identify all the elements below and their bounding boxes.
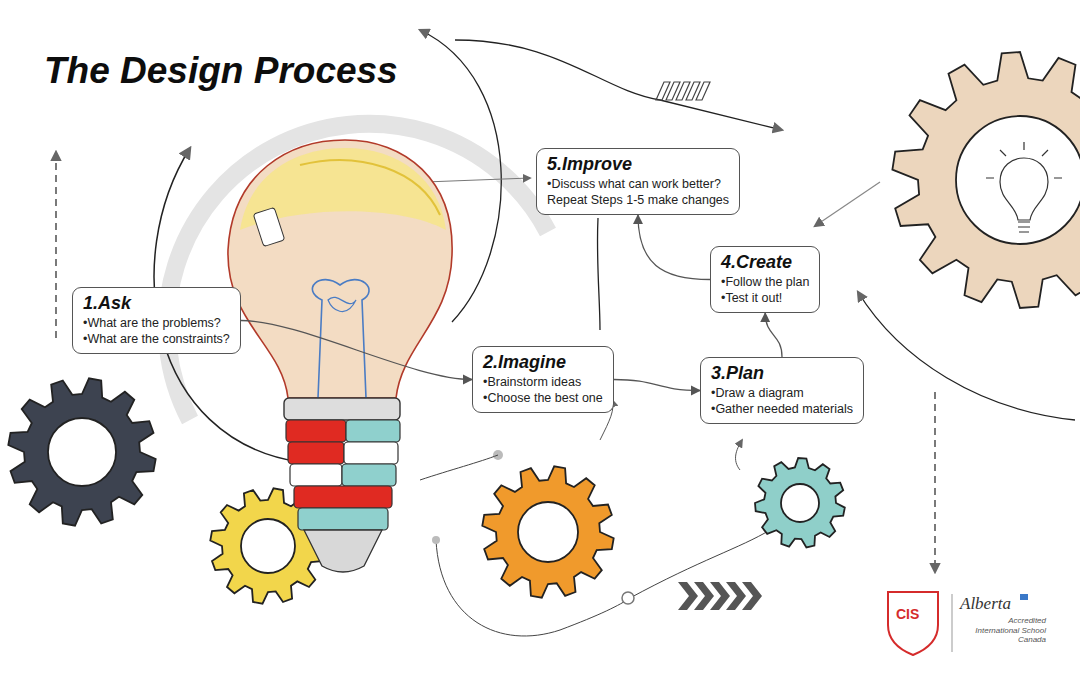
step-heading: 3.Plan [711, 363, 853, 385]
thin-line [420, 455, 498, 480]
dot [622, 592, 634, 604]
step-text: •Gather needed materials [711, 401, 853, 417]
hatch-stroke [656, 82, 670, 100]
step-heading: 1.Ask [83, 293, 230, 315]
bulb-icon [986, 142, 1062, 232]
hatch-stroke [686, 82, 700, 100]
title: The Design Process [44, 50, 398, 92]
step-text: •Brainstorm ideas [483, 374, 603, 390]
flow-arrow [638, 215, 710, 279]
flow-arrow [765, 313, 782, 357]
dot [432, 536, 440, 544]
step-text: •Discuss what can work better? [547, 176, 729, 192]
logo-divider [952, 594, 953, 652]
logo-caption: Alberta [960, 594, 1011, 614]
step-text: •Choose the best one [483, 390, 603, 406]
curve-arrow [858, 292, 1075, 420]
gear [8, 378, 155, 525]
step-box: 1.Ask•What are the problems?•What are th… [72, 287, 241, 354]
flag [1020, 594, 1028, 600]
logo-text: CIS [896, 606, 919, 622]
dashed-arrow [55, 152, 56, 338]
step-text: Repeat Steps 1-5 make changes [547, 192, 729, 208]
step-heading: 2.Imagine [483, 352, 603, 374]
dashed-arrow [934, 392, 935, 572]
step-text: •What are the problems? [83, 315, 230, 331]
hatch-stroke [666, 82, 680, 100]
chevron [742, 582, 762, 610]
step-heading: 4.Create [721, 252, 809, 274]
gear [755, 458, 845, 548]
chevrons [678, 582, 762, 610]
light-bulb [228, 140, 452, 572]
step-text: •Follow the plan [721, 274, 809, 290]
flow-arrow [614, 380, 700, 391]
shield-logo [888, 592, 938, 655]
curve-arrow [425, 178, 530, 182]
chevron [710, 582, 730, 610]
gear [482, 466, 613, 597]
step-box: 2.Imagine•Brainstorm ideas•Choose the be… [472, 346, 614, 413]
step-heading: 5.Improve [547, 154, 729, 176]
line-arrow [455, 40, 782, 130]
hatch-stroke [676, 82, 690, 100]
step-box: 3.Plan•Draw a diagram•Gather needed mate… [700, 357, 864, 424]
chevron [726, 582, 746, 610]
hatch-stroke [696, 82, 710, 100]
hatch-marks [656, 82, 710, 100]
thin-line [597, 218, 600, 330]
flow-arrow [241, 321, 472, 380]
logo-caption: Accredited International School Canada [968, 616, 1046, 645]
step-box: 5.Improve•Discuss what can work better?R… [536, 148, 740, 215]
gears [8, 52, 1080, 604]
step-text: •Draw a diagram [711, 385, 853, 401]
chevron [694, 582, 714, 610]
chevron [678, 582, 698, 610]
curve-arrow [815, 182, 880, 226]
curve-arrow [736, 440, 742, 470]
step-text: •Test it out! [721, 290, 809, 306]
step-box: 4.Create•Follow the plan•Test it out! [710, 246, 820, 313]
step-text: •What are the constraints? [83, 331, 230, 347]
gear [892, 52, 1080, 308]
